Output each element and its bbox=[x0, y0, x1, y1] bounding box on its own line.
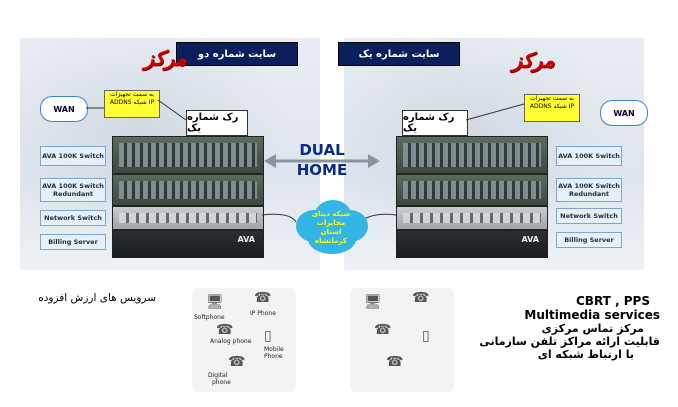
site-left-ava-switch-device bbox=[112, 136, 264, 174]
right-services-block: CBRT , PPS Multimedia services مرکز تماس… bbox=[450, 294, 660, 361]
right-services-line-3: مرکز تماس مرکزی bbox=[541, 322, 644, 335]
cloud-text-2: مخابرات bbox=[316, 219, 346, 227]
site-right-ava-switch-redundant-device bbox=[396, 174, 548, 206]
right-services-line-5: با ارتباط شبکه ای bbox=[537, 348, 634, 361]
analog-phone-icon: ☎ bbox=[216, 322, 234, 338]
site-left-title: سایت شماره دو bbox=[176, 42, 298, 66]
site-left-label-ava-switch: AVA 100K Switch bbox=[40, 146, 106, 166]
cloud-text-1: شبکه دیتای bbox=[311, 210, 351, 218]
mobile-phone-label-1: Mobile bbox=[264, 346, 284, 353]
site-left-ava-tag: AVA bbox=[237, 235, 256, 244]
analog-phone-icon-right: ☎ bbox=[374, 322, 392, 338]
mobile-phone-label-2: Phone bbox=[264, 353, 283, 360]
site-right-label-network-switch: Network Switch bbox=[556, 208, 622, 224]
digital-phone-label-1: Digital bbox=[208, 372, 228, 379]
site-right-label-network-switch-text: Network Switch bbox=[560, 212, 618, 220]
right-services-line-2: Multimedia services bbox=[524, 308, 660, 322]
site-right-label-billing-server: Billing Server bbox=[556, 232, 622, 248]
site-left-label-ava-switch-text: AVA 100K Switch bbox=[42, 152, 104, 160]
site-left-label-ava-switch-redundant: AVA 100K Switch Redundant bbox=[40, 178, 106, 202]
site-right-wan-cloud: WAN bbox=[600, 100, 648, 126]
site-right-markaz-label: مرکز bbox=[512, 48, 555, 72]
dual-home-line-1: DUAL bbox=[299, 141, 345, 159]
ip-phone-label: IP Phone bbox=[250, 310, 276, 317]
site-right-label-ava-switch-redundant-text-1: AVA 100K Switch bbox=[558, 182, 620, 190]
site-left-label-ava-switch-redundant-text-2: Redundant bbox=[52, 190, 94, 198]
analog-phone-label: Analog phone bbox=[210, 338, 252, 345]
site-left-label-ava-switch-redundant-text-1: AVA 100K Switch bbox=[42, 182, 104, 190]
site-right-network-switch-device bbox=[396, 206, 548, 230]
dual-home-label: DUAL HOME bbox=[284, 140, 360, 180]
softphone-icon: 🖥 bbox=[206, 294, 224, 310]
site-right-rack-title: رک شماره یک bbox=[402, 110, 468, 136]
digital-phone-icon: ☎ bbox=[228, 354, 246, 370]
softphone-icon-right: 🖥 bbox=[364, 294, 382, 310]
site-right-label-ava-switch-redundant-text-2: Redundant bbox=[568, 190, 610, 198]
site-left-callout: به سمت تجهیزات ADDNS شبکه IP bbox=[104, 90, 160, 118]
cloud-text-3: استان bbox=[320, 228, 342, 236]
site-right-label-billing-server-text: Billing Server bbox=[564, 236, 614, 244]
site-left-markaz-label: مرکز bbox=[144, 46, 187, 70]
mobile-phone-icon: ▯ bbox=[264, 328, 272, 344]
site-left-billing-server-device: AVA bbox=[112, 230, 264, 258]
site-left-label-network-switch: Network Switch bbox=[40, 210, 106, 226]
site-right-ava-tag: AVA bbox=[521, 235, 540, 244]
ip-phone-icon: ☎ bbox=[254, 290, 272, 306]
site-right-callout: به سمت تجهیزات ADDNS شبکه IP bbox=[524, 94, 580, 122]
site-right-label-ava-switch-text: AVA 100K Switch bbox=[558, 152, 620, 160]
left-services-label: سرویس های ارزش افزوده bbox=[38, 292, 156, 304]
site-right-label-ava-switch: AVA 100K Switch bbox=[556, 146, 622, 166]
softphone-label: Softphone bbox=[194, 314, 225, 321]
mobile-phone-icon-right: ▯ bbox=[422, 328, 430, 344]
ip-phone-icon-right: ☎ bbox=[412, 290, 430, 306]
dual-home-line-2: HOME bbox=[296, 161, 348, 179]
site-left-label-network-switch-text: Network Switch bbox=[44, 214, 102, 222]
site-right-billing-server-device: AVA bbox=[396, 230, 548, 258]
data-network-cloud: شبکه دیتای مخابرات استان کرمانشاه bbox=[290, 196, 372, 258]
site-left-network-switch-device bbox=[112, 206, 264, 230]
site-right-label-ava-switch-redundant: AVA 100K Switch Redundant bbox=[556, 178, 622, 202]
phones-panel-right: 🖥 ☎ ☎ ▯ ☎ bbox=[350, 288, 454, 392]
site-left-ava-switch-redundant-device bbox=[112, 174, 264, 206]
site-left-rack-title: رک شماره یک bbox=[186, 110, 248, 136]
site-right-title: سایت شماره یک bbox=[338, 42, 460, 66]
cloud-text-4: کرمانشاه bbox=[315, 237, 347, 245]
site-right-ava-switch-device bbox=[396, 136, 548, 174]
digital-phone-icon-right: ☎ bbox=[386, 354, 404, 370]
right-services-line-1: CBRT , PPS bbox=[576, 294, 650, 308]
site-left-label-billing-server-text: Billing Server bbox=[48, 238, 98, 246]
site-left-label-billing-server: Billing Server bbox=[40, 234, 106, 250]
right-services-line-4: قابلیت ارائه مراکز تلفن سازمانی bbox=[479, 335, 660, 348]
phones-panel-left: 🖥 ☎ ☎ ▯ ☎ Softphone IP Phone Analog phon… bbox=[192, 288, 296, 392]
digital-phone-label-2: phone bbox=[212, 379, 231, 386]
site-left-wan-cloud: WAN bbox=[40, 96, 88, 122]
